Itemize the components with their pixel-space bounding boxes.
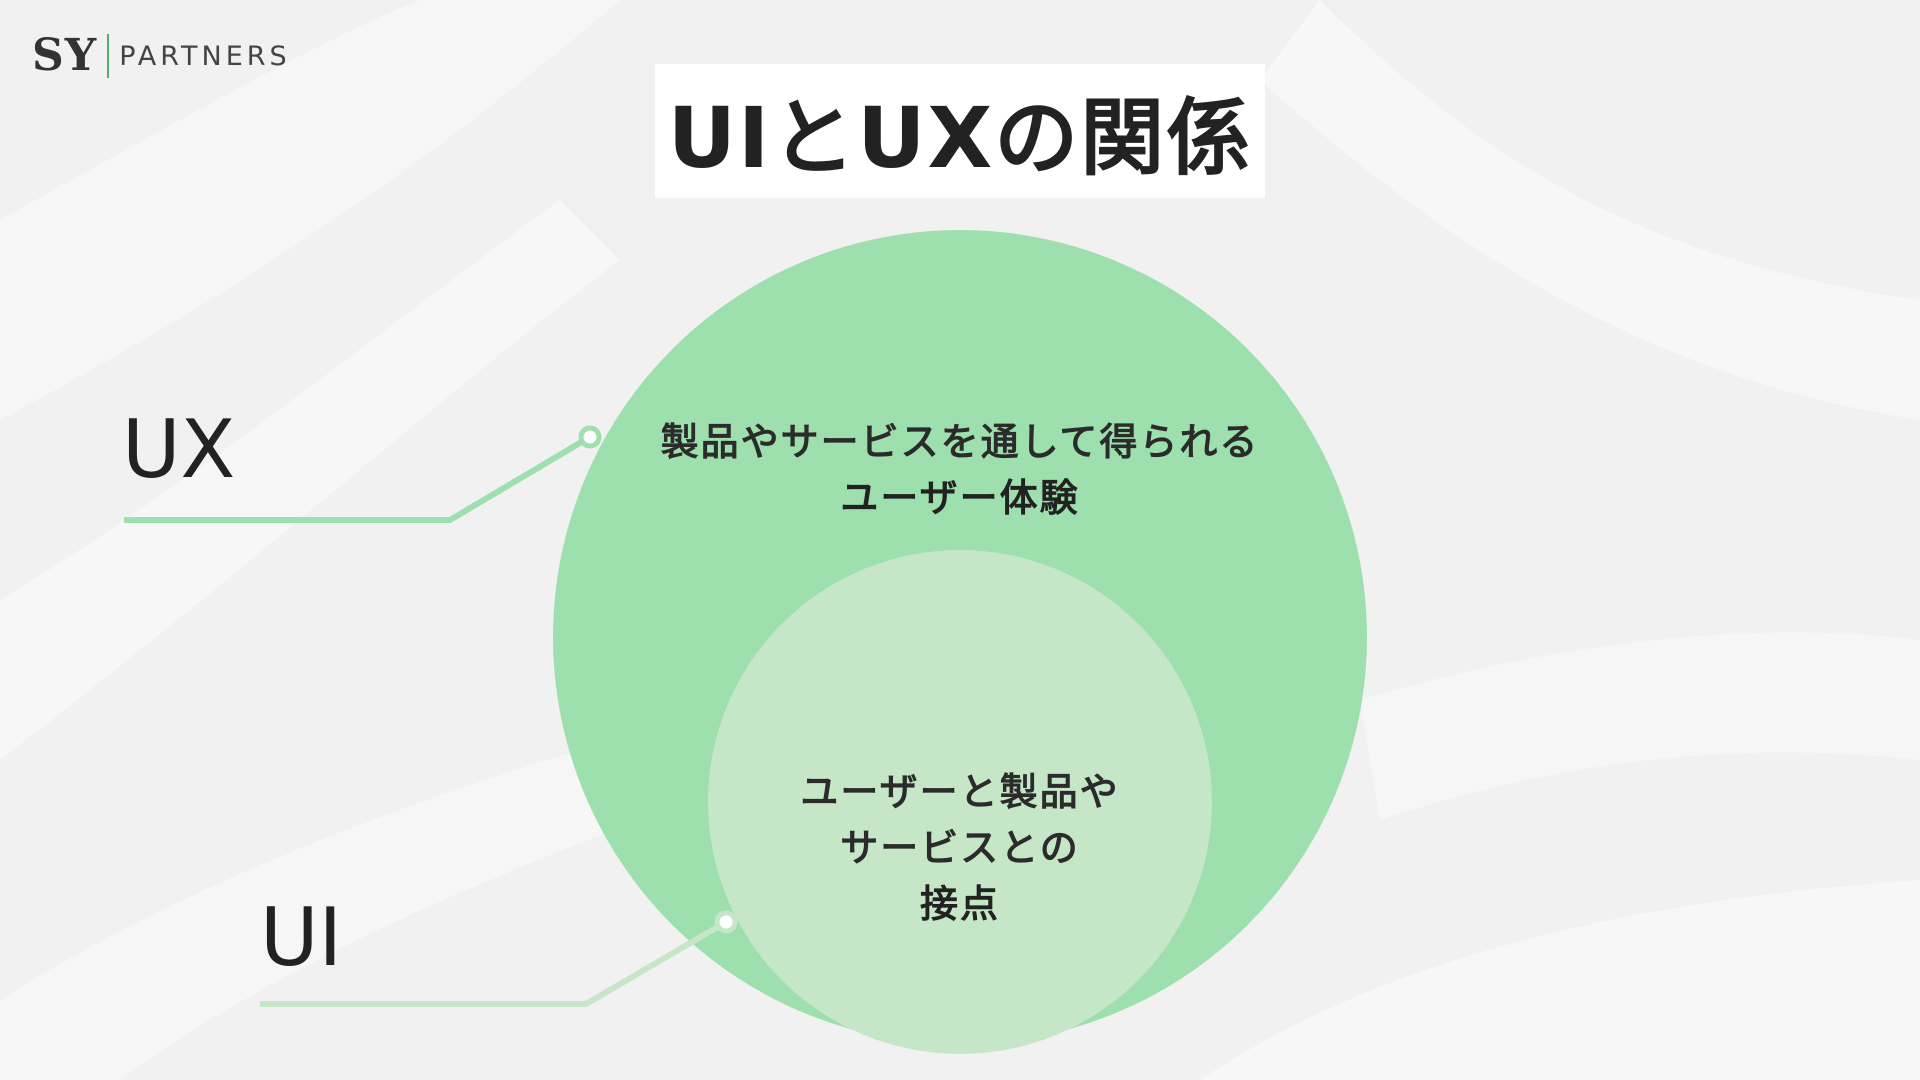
ui-description-line1: ユーザーと製品や	[800, 770, 1120, 814]
logo-divider	[107, 34, 110, 78]
ui-description: ユーザーと製品や サービスとの 接点	[760, 764, 1160, 932]
ui-connector-line	[260, 919, 728, 1007]
ui-description-emphasis: 接点	[919, 882, 1000, 926]
ux-description: 製品やサービスを通して得られる ユーザー体験	[560, 414, 1360, 526]
logo-text: PARTNERS	[119, 40, 291, 72]
ux-connector-dot	[578, 425, 602, 449]
ux-label: UX	[122, 403, 236, 496]
ui-label: UI	[260, 891, 343, 984]
company-logo: SY PARTNERS	[32, 30, 291, 82]
title-box: UIとUXの関係	[655, 64, 1265, 198]
ui-connector-dot	[714, 910, 738, 934]
ux-description-emphasis: ユーザー体験	[840, 476, 1080, 520]
page-title: UIとUXの関係	[667, 88, 1253, 187]
ui-inner-circle	[708, 550, 1212, 1054]
ux-description-line1: 製品やサービスを通して得られる	[660, 420, 1260, 464]
ux-connector-line	[124, 434, 592, 523]
logo-mark: SY	[32, 30, 98, 81]
ui-description-line2: サービスとの	[840, 826, 1080, 870]
